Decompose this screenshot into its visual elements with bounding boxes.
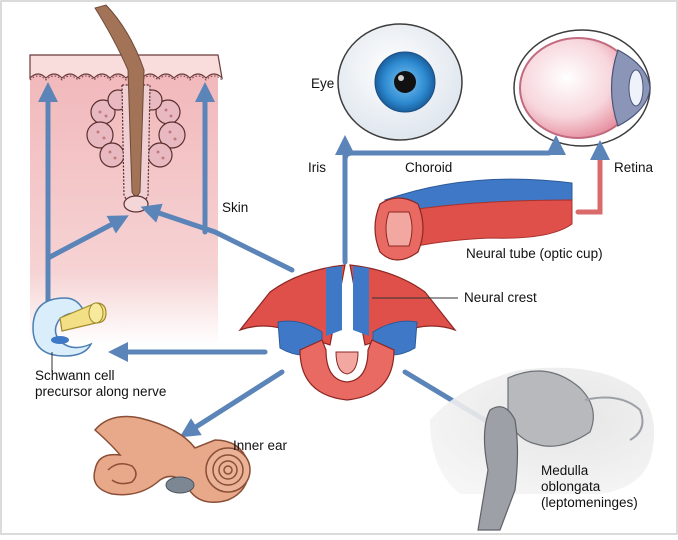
arrow-to-inner-ear: [188, 372, 282, 432]
label-medulla-line-3: (leptomeninges): [541, 495, 638, 511]
arrow-to-choroid: [345, 145, 556, 160]
eye-highlight: [398, 75, 404, 81]
label-neural-tube: Neural tube (optic cup): [466, 246, 603, 262]
label-neural-crest: Neural crest: [464, 290, 537, 306]
label-schwann-line-1: Schwann cell: [35, 368, 166, 384]
skin-section: [30, 5, 222, 345]
label-choroid: Choroid: [405, 160, 452, 176]
pupil: [394, 71, 416, 93]
ear-window: [166, 477, 194, 493]
label-medulla-line-1: Medulla: [541, 463, 638, 479]
eye-globe: [514, 30, 650, 146]
label-schwann-cell: Schwann cell precursor along nerve: [35, 368, 166, 400]
cochlea: [206, 448, 250, 492]
label-inner-ear: Inner ear: [233, 438, 287, 454]
axon-end: [89, 303, 103, 323]
label-skin: Skin: [222, 200, 248, 216]
eye-front: [338, 24, 462, 140]
globe-lens: [629, 70, 643, 106]
label-medulla-line-2: oblongata: [541, 479, 638, 495]
label-iris: Iris: [308, 160, 326, 176]
schwann-nucleus: [51, 336, 69, 344]
neural-tube-lumen: [386, 212, 412, 246]
label-eye: Eye: [311, 76, 334, 92]
right-crest-cells: [353, 266, 369, 336]
left-crest-cells: [326, 266, 342, 336]
hair-bulb: [124, 196, 148, 212]
label-retina: Retina: [614, 160, 653, 176]
label-schwann-line-2: precursor along nerve: [35, 384, 166, 400]
inner-ear: [94, 417, 250, 503]
arrow-to-retina: [578, 150, 600, 212]
neural-groove-lumen: [336, 352, 358, 374]
label-medulla: Medulla oblongata (leptomeninges): [541, 463, 638, 511]
